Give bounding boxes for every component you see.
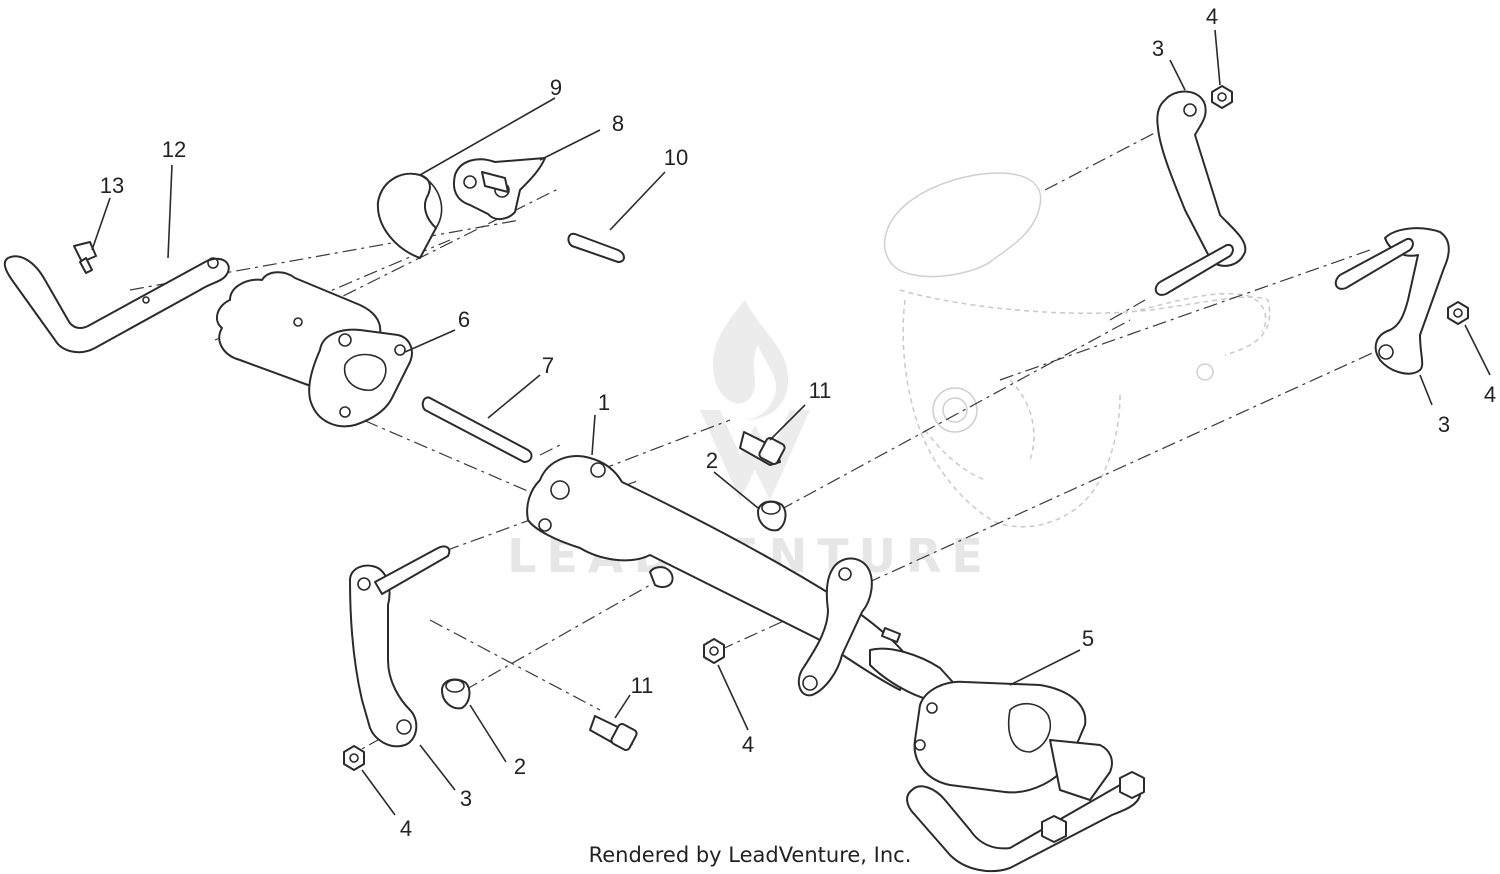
leader-lines (91, 29, 1491, 816)
transmission-ghost (883, 172, 1271, 528)
callout-4-right: 4 (1484, 382, 1496, 407)
part-3-arm-center (797, 557, 901, 697)
part-2-bushing-lower (441, 678, 471, 710)
part-4-nut-center (703, 638, 725, 664)
part-2-bushing-upper (757, 500, 787, 532)
callout-4-center: 4 (742, 732, 754, 757)
part-13-bolt (73, 241, 97, 274)
part-4-nut-right (1447, 301, 1469, 325)
callout-8: 8 (612, 111, 624, 136)
part-8-bracket (452, 157, 546, 220)
part-6-mount-plate (215, 271, 413, 428)
callout-3-lower: 3 (460, 786, 472, 811)
callout-11-lower: 11 (631, 673, 654, 698)
callout-9: 9 (550, 75, 562, 100)
part-3-arm-upper-right (1154, 90, 1247, 296)
callout-5: 5 (1082, 626, 1094, 651)
part-3-arm-right (1334, 227, 1450, 375)
callout-7: 7 (542, 353, 554, 378)
callout-6: 6 (458, 307, 470, 332)
callout-2-lower: 2 (514, 754, 526, 779)
part-4-nut-top (1211, 85, 1233, 109)
callout-13: 13 (100, 173, 124, 198)
callout-1: 1 (598, 390, 610, 415)
callout-2-upper: 2 (706, 448, 718, 473)
part-4-nut-lower-left (343, 745, 365, 771)
part-3-arm-lower-left (349, 545, 451, 748)
callout-3-right: 3 (1438, 412, 1450, 437)
part-11-bolt-lower (589, 715, 638, 751)
callout-4-top: 4 (1206, 4, 1218, 29)
part-11-bolt-upper (739, 431, 786, 466)
part-5-mount-assembly (869, 647, 1145, 873)
callout-12: 12 (162, 137, 186, 162)
callout-3-top: 3 (1152, 36, 1164, 61)
part-7-rod (421, 396, 533, 463)
callout-10: 10 (664, 145, 688, 170)
callout-4-lower: 4 (400, 816, 412, 841)
callout-11-upper: 11 (809, 378, 832, 403)
part-10-pin (567, 232, 625, 263)
part-1-shaft-mount (526, 455, 911, 691)
callout-labels: 1 2 2 3 3 3 4 4 4 4 5 6 7 8 9 10 11 11 1… (100, 4, 1496, 841)
part-9-damper (376, 172, 443, 259)
part-12-control-lever (3, 255, 230, 354)
credit-line: Rendered by LeadVenture, Inc. (589, 843, 912, 867)
